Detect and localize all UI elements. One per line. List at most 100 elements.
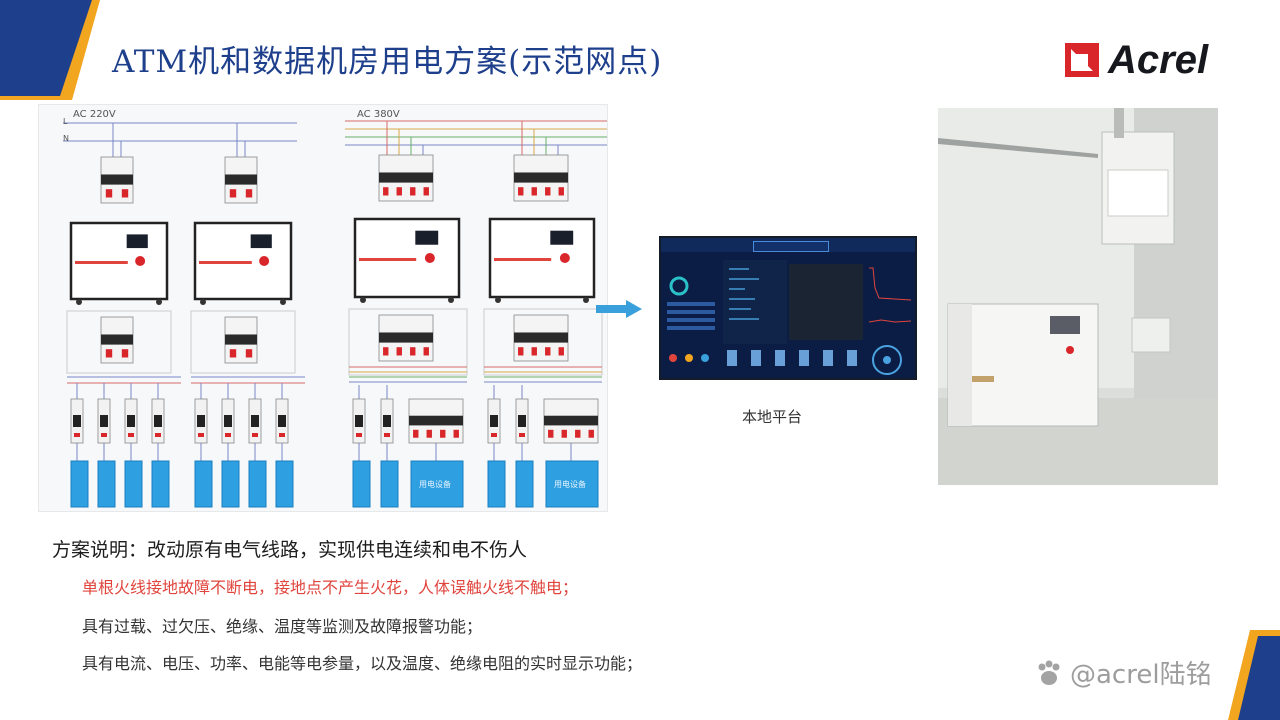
breaker-pole xyxy=(396,187,402,196)
device-display xyxy=(250,234,272,249)
breaker-pole xyxy=(105,349,113,358)
device-lamp xyxy=(135,256,146,266)
bus-line-l: L xyxy=(63,117,68,126)
load-device xyxy=(97,460,116,508)
wiring-diagram: AC 220V AC 380V L N 用电设备 用电设备 xyxy=(38,104,608,512)
panel-frame xyxy=(348,308,468,376)
breaker-pole xyxy=(229,349,237,358)
load-label-2: 用电设备 xyxy=(554,480,586,489)
device-wheel xyxy=(200,299,206,305)
mcb-mark xyxy=(252,433,258,437)
device-display xyxy=(126,234,148,249)
breaker-pole xyxy=(121,349,129,358)
watermark: @acrel陆铭 xyxy=(1034,654,1212,691)
device-wheel xyxy=(360,297,366,303)
mcb-handle xyxy=(154,415,162,427)
right-bus-label: AC 380V xyxy=(357,109,400,120)
device-lamp xyxy=(259,256,270,266)
feature-bullet-1: 单根火线接地故障不断电，接地点不产生火花，人体误触火线不触电； xyxy=(82,578,579,597)
breaker-pole xyxy=(410,187,416,196)
breaker-bar xyxy=(225,174,257,185)
breaker-pole xyxy=(245,349,253,358)
breaker-pole xyxy=(413,429,419,438)
mcb-handle xyxy=(518,415,526,427)
mcb-handle xyxy=(355,415,363,427)
breaker-pole xyxy=(518,187,524,196)
breaker-pole xyxy=(229,189,237,198)
right-arrow-icon xyxy=(596,300,642,318)
panel-frame xyxy=(66,310,172,374)
load-device xyxy=(70,460,89,508)
breaker-pole xyxy=(558,347,564,356)
breaker-bar xyxy=(101,334,133,345)
breaker-bar xyxy=(379,332,433,343)
load-device xyxy=(352,460,371,508)
load-device xyxy=(194,460,213,508)
feature-bullet-3: 具有电流、电压、功率、电能等电参量，以及温度、绝缘电阻的实时显示功能； xyxy=(82,654,643,673)
feature-bullet-2: 具有过载、过欠压、绝缘、温度等监测及故障报警功能； xyxy=(82,617,483,636)
load-device xyxy=(124,460,143,508)
load-device xyxy=(515,460,534,508)
breaker-bar xyxy=(101,174,133,185)
load-device xyxy=(380,460,399,508)
device-wheel xyxy=(156,299,162,305)
acrel-logo-mark-icon xyxy=(1065,43,1099,77)
scheme-description: 方案说明：改动原有电气线路，实现供电连续和电不伤人 xyxy=(52,539,528,561)
breaker-bar xyxy=(379,172,433,183)
watermark-text: @acrel陆铭 xyxy=(1070,660,1212,690)
breaker-pole xyxy=(588,429,594,438)
device-wheel xyxy=(583,297,589,303)
breaker-pole xyxy=(531,347,537,356)
breaker-bar xyxy=(514,172,568,183)
load-device xyxy=(221,460,240,508)
mcb-mark xyxy=(155,433,161,437)
device-stripe xyxy=(359,258,417,261)
acrel-logo-text: Acrel xyxy=(1108,38,1209,82)
screen-title-bar xyxy=(753,241,829,252)
breaker-pole xyxy=(410,347,416,356)
load-label-1: 用电设备 xyxy=(419,480,451,489)
breaker-pole xyxy=(440,429,446,438)
acrel-logo: Acrel xyxy=(1064,40,1208,80)
panel-frame xyxy=(483,308,603,376)
breaker-bar xyxy=(544,415,598,426)
breaker-pole xyxy=(545,187,551,196)
paw-icon xyxy=(1038,660,1060,685)
mcb-handle xyxy=(278,415,286,427)
corner-decoration xyxy=(0,0,100,100)
breaker-bar xyxy=(514,332,568,343)
breaker-pole xyxy=(545,347,551,356)
device-lamp xyxy=(559,253,570,263)
load-device xyxy=(275,460,294,508)
breaker-pole xyxy=(558,187,564,196)
breaker-pole xyxy=(121,189,129,198)
breaker-pole xyxy=(396,347,402,356)
platform-label: 本地平台 xyxy=(742,408,803,426)
load-device xyxy=(545,460,599,508)
breaker-pole xyxy=(561,429,567,438)
load-device xyxy=(487,460,506,508)
mcb-handle xyxy=(383,415,391,427)
mcb-handle xyxy=(224,415,232,427)
breaker-pole xyxy=(423,187,429,196)
device-wheel xyxy=(448,297,454,303)
mcb-handle xyxy=(251,415,259,427)
device-stripe xyxy=(494,258,552,261)
mcb-mark xyxy=(519,433,525,437)
load-device xyxy=(410,460,464,508)
device-display xyxy=(415,230,439,245)
mcb-handle xyxy=(490,415,498,427)
corner-decoration xyxy=(1228,630,1280,720)
mcb-mark xyxy=(101,433,107,437)
mcb-mark xyxy=(74,433,80,437)
load-device xyxy=(248,460,267,508)
breaker-pole xyxy=(518,347,524,356)
platform-screen xyxy=(659,236,917,380)
breaker-pole xyxy=(531,187,537,196)
breaker-pole xyxy=(453,429,459,438)
breaker-pole xyxy=(105,189,113,198)
mcb-mark xyxy=(356,433,362,437)
mcb-handle xyxy=(197,415,205,427)
mcb-mark xyxy=(198,433,204,437)
mcb-handle xyxy=(100,415,108,427)
